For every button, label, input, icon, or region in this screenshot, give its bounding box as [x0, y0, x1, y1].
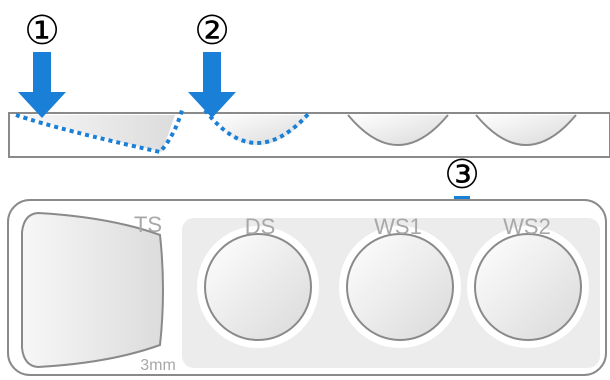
marker-2-label: ②	[194, 9, 230, 53]
marker-1-label: ①	[24, 9, 60, 53]
marker-1: ①	[18, 9, 66, 118]
down-arrow-icon	[188, 52, 236, 118]
marker-3-label: ③	[444, 153, 480, 197]
ws1-well	[346, 233, 454, 341]
down-arrow-icon	[18, 52, 66, 118]
ds-well	[204, 233, 312, 341]
cross-section-ts-slope	[20, 115, 175, 152]
dotted-level-ds	[203, 108, 312, 145]
ts-label: TS	[134, 212, 162, 237]
ws1-label: WS1	[374, 214, 422, 239]
cross-section	[8, 108, 610, 158]
thickness-label: 3mm	[140, 357, 176, 374]
ds-label: DS	[245, 214, 276, 239]
cross-section-ws1-bowl	[347, 114, 449, 146]
ws2-label: WS2	[503, 214, 551, 239]
ws2-well	[474, 233, 582, 341]
dotted-level-ts	[15, 109, 184, 155]
ts-section	[21, 211, 164, 369]
cross-section-ws2-bowl	[475, 114, 577, 146]
plan-view: TS DS WS1 WS2 3mm	[7, 199, 607, 376]
marker-2: ②	[188, 9, 236, 118]
